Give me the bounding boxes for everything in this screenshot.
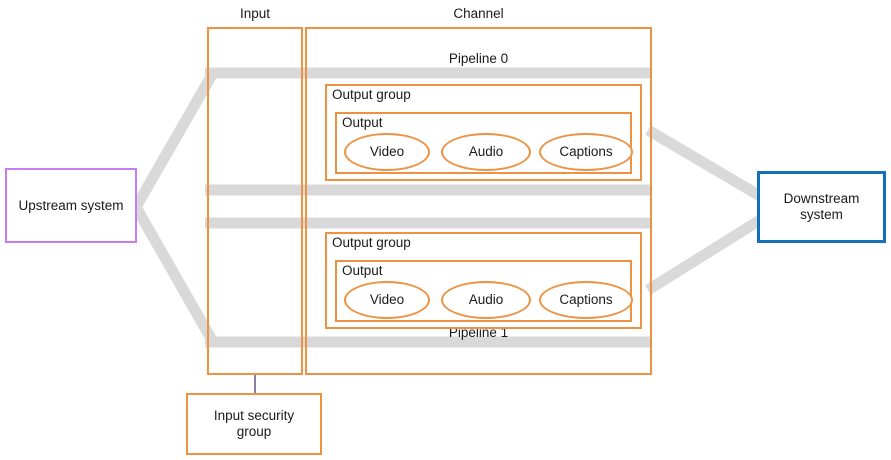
input-security-group-line2: group — [236, 424, 272, 439]
stream-ellipse-video-1[interactable]: Video — [344, 281, 430, 319]
output-group-label-1: Output group — [331, 235, 412, 250]
upstream-system-box[interactable]: Upstream system — [5, 168, 137, 243]
stream-ellipse-audio-1[interactable]: Audio — [441, 281, 531, 319]
connector-upstream-to-input-bottom — [131, 204, 218, 345]
input-security-group-box[interactable]: Input security group — [186, 393, 322, 455]
input-caption: Input — [239, 6, 271, 22]
output-label-0: Output — [341, 115, 384, 130]
input-security-group-connector — [254, 375, 256, 393]
downstream-system-line1: Downstream — [783, 191, 860, 207]
output-label-1: Output — [341, 263, 384, 278]
stream-ellipse-audio-0[interactable]: Audio — [441, 133, 531, 171]
downstream-system-line2: system — [800, 207, 843, 222]
stream-ellipse-video-0[interactable]: Video — [344, 133, 430, 171]
output-group-label-0: Output group — [331, 87, 412, 102]
channel-caption: Channel — [453, 6, 504, 22]
connector-channel-to-downstream-bottom — [645, 215, 763, 295]
input-security-group-line1: Input security — [213, 408, 295, 424]
connector-upstream-to-input-top — [131, 70, 218, 210]
connector-channel-to-downstream-top — [645, 125, 763, 201]
downstream-system-box[interactable]: Downstream system — [757, 171, 886, 243]
stream-ellipse-captions-1[interactable]: Captions — [539, 281, 633, 319]
stream-ellipse-captions-0[interactable]: Captions — [539, 133, 633, 171]
input-box[interactable] — [207, 27, 303, 375]
pipeline-0-label: Pipeline 0 — [448, 51, 509, 66]
